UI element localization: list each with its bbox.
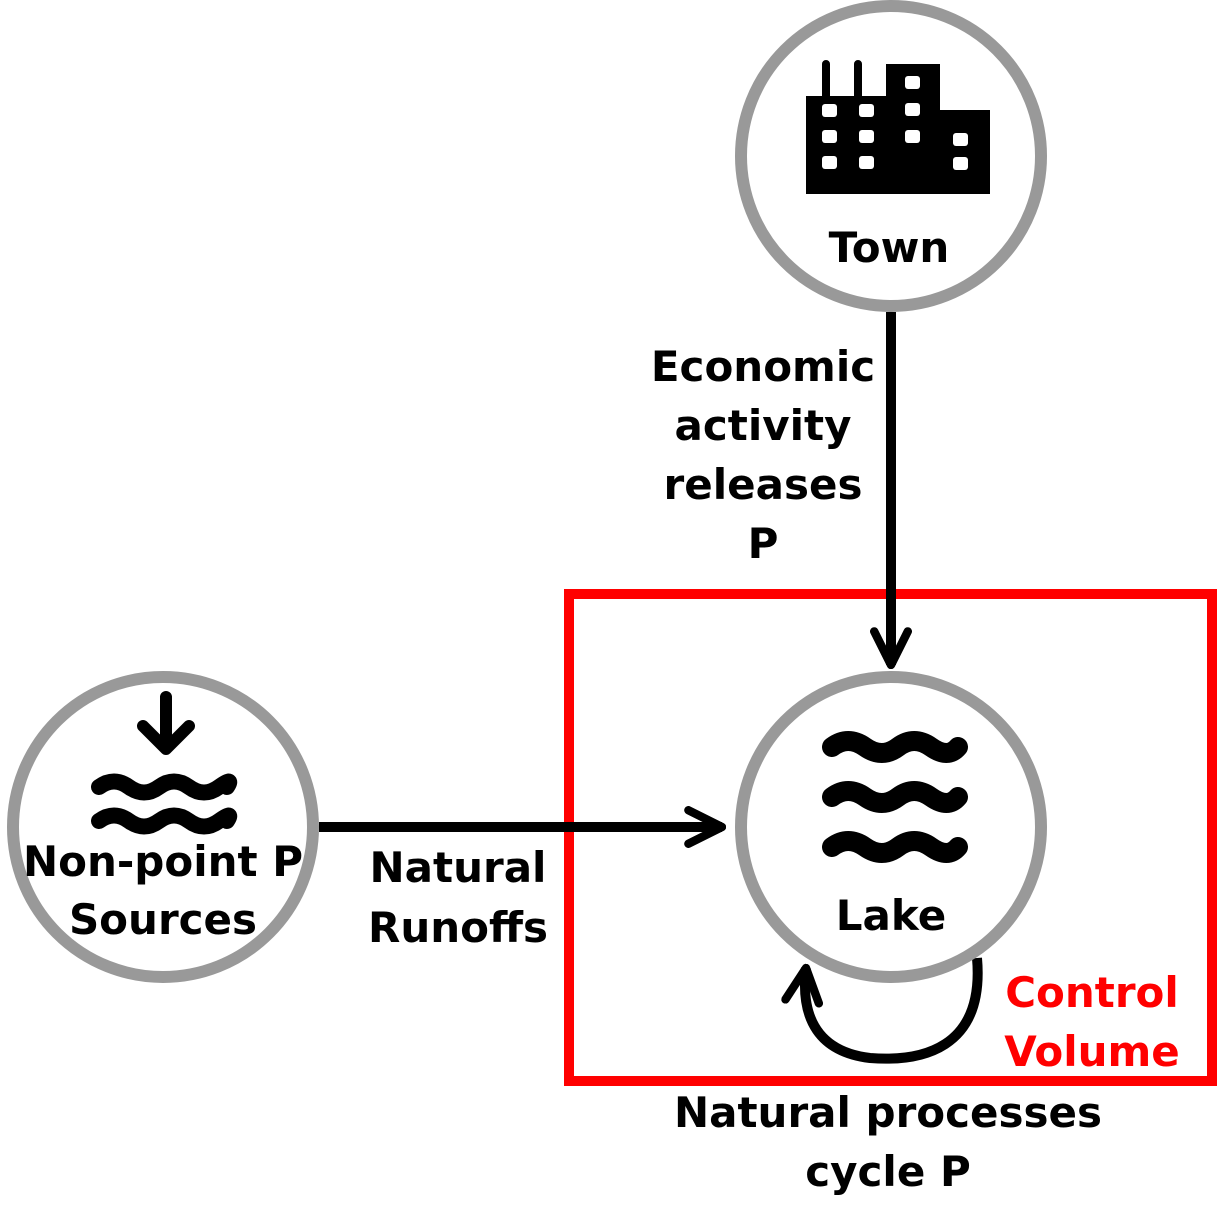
factory-icon: [806, 60, 990, 194]
nonpoint-label-line2: Sources: [69, 895, 257, 944]
town-label: Town: [829, 223, 950, 272]
edge-label-line: cycle P: [805, 1147, 970, 1196]
control-volume-label-line1: Control: [1005, 968, 1179, 1017]
edge-label-line: Economic: [651, 342, 875, 391]
edge-label-line: Natural processes: [674, 1088, 1102, 1137]
edge-label-town-to-lake: Economic activity releases P: [651, 342, 875, 568]
edge-label-line: activity: [675, 401, 852, 450]
edge-label-line: releases: [664, 460, 863, 509]
control-volume-label-line2: Volume: [1004, 1027, 1180, 1076]
edge-label-lake-self: Natural processes cycle P: [674, 1088, 1102, 1196]
node-town: Town: [735, 0, 1047, 312]
down-arrow-icon: [137, 691, 195, 755]
edge-label-line: Natural: [370, 843, 547, 892]
control-volume-label: Control Volume: [1004, 968, 1180, 1076]
node-lake: Lake: [735, 671, 1047, 983]
nonpoint-label-line1: Non-point P: [23, 837, 303, 886]
lake-label: Lake: [836, 891, 946, 940]
edge-label-line: Runoffs: [368, 903, 548, 952]
edge-lake-self-loop: [781, 957, 983, 1064]
edge-label-line: P: [748, 519, 779, 568]
water-waves-icon: [822, 731, 968, 863]
water-inflow-icon: [91, 691, 238, 835]
edge-label-nonpoint-to-lake: Natural Runoffs: [368, 843, 548, 952]
node-nonpoint-sources: Non-point P Sources: [7, 671, 319, 983]
